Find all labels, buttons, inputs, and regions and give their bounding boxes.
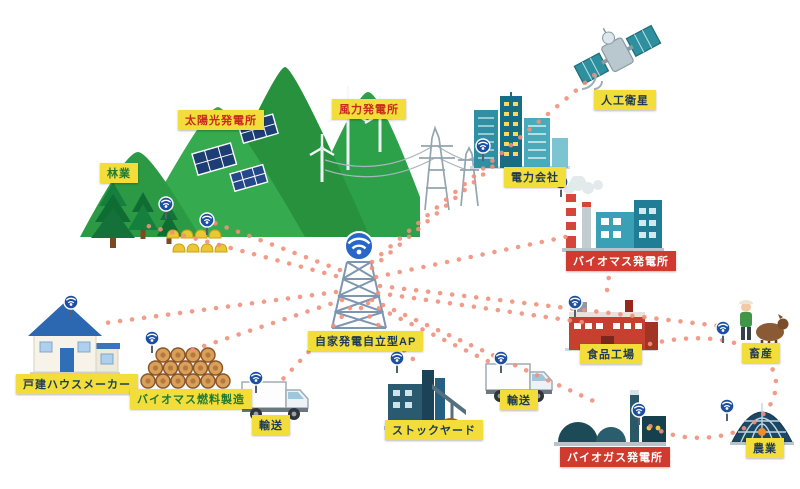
factory-building-icon: [596, 212, 634, 248]
label-forestry: 林業: [100, 163, 138, 183]
wifi-signal-icon: [143, 330, 161, 359]
label-food-factory: 食品工場: [580, 344, 642, 364]
wifi-signal-icon: [157, 196, 175, 225]
label-transport-1: 輸送: [252, 415, 290, 435]
satellite-icon: [573, 24, 662, 85]
power-wire: [324, 145, 481, 178]
wifi-signal-icon: [718, 398, 736, 427]
label-wind-plant: 風力発電所: [332, 99, 406, 119]
label-biogas-plant: バイオガス発電所: [560, 447, 670, 467]
label-house-maker: 戸建ハウスメーカー: [16, 374, 138, 394]
label-satellite: 人工衛星: [594, 90, 656, 110]
label-biomass-plant: バイオマス発電所: [566, 251, 676, 271]
power-lines-illustration: [324, 108, 481, 218]
wifi-signal-icon: [62, 294, 80, 323]
line-ap-livestock: [377, 283, 731, 330]
log-pile-illustration: [132, 336, 237, 399]
satellite-illustration: [570, 15, 665, 100]
biogas-plant-illustration: [550, 386, 668, 455]
label-livestock: 畜産: [742, 343, 780, 363]
label-solar-plant: 太陽光発電所: [178, 110, 264, 130]
roof-icon: [28, 302, 102, 336]
label-ap: 自家発電自立型AP: [308, 331, 424, 351]
digester-dome-icon: [558, 422, 598, 442]
label-stockyard: ストックヤード: [385, 420, 483, 440]
line-ap-food-factory: [375, 290, 591, 326]
wifi-signal-icon: [198, 212, 216, 241]
log-icon: [140, 347, 231, 389]
line-ap-biomass: [373, 233, 573, 280]
wifi-signal-icon: [247, 370, 265, 399]
label-biomass-fuel: バイオマス燃料製造: [130, 389, 252, 409]
lattice-tower-icon: [331, 261, 387, 329]
wifi-signal-icon: [474, 138, 492, 167]
wifi-signal-icon: [388, 350, 406, 379]
wifi-signal-icon: [630, 402, 648, 431]
worker-icon: [758, 428, 766, 436]
label-power-company: 電力会社: [504, 167, 566, 187]
ap-tower-illustration: [320, 230, 398, 337]
crop-rows-icon: [166, 229, 228, 253]
line-ap-house: [95, 289, 339, 327]
wifi-signal-icon: [566, 294, 584, 323]
farmer-icon: [739, 300, 753, 340]
wifi-signal-icon: [492, 350, 510, 379]
label-transport-2: 輸送: [500, 390, 538, 410]
label-agriculture: 農業: [746, 438, 784, 458]
wifi-signal-icon: [714, 320, 732, 349]
